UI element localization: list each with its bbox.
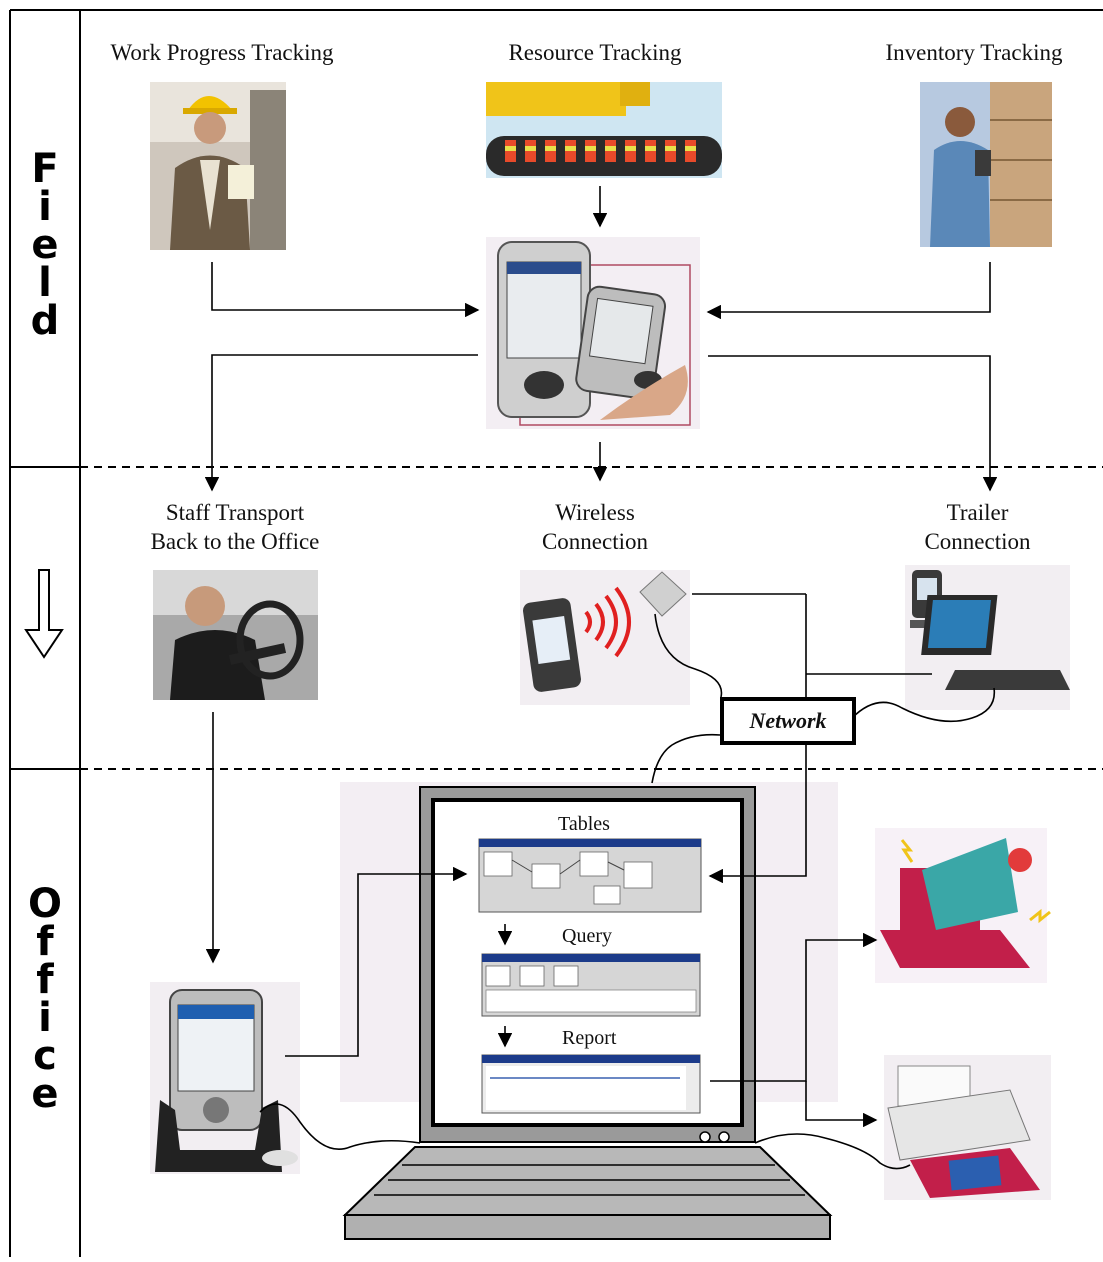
office-letter: O [27,881,62,927]
resource-label: Resource Tracking [508,40,682,65]
wireless-cable [654,613,723,698]
arrow-pda-to-staff [204,354,478,492]
wireless-photo [520,570,690,705]
field-section-label: F i e l d [12,146,78,344]
staff-transport-line2: Back to the Office [150,529,320,554]
office-letter: i [38,995,52,1041]
transfer-down-arrow [24,569,64,659]
field-letter: l [38,260,52,306]
frame [9,9,1103,1257]
query-label: Query [562,925,612,947]
arrow-network-to-tables [708,594,807,884]
printer-photo [884,1055,1051,1200]
field-letter: e [31,222,59,268]
connectors [204,186,998,1170]
staff-transport-photo [153,570,318,700]
office-letter: f [36,957,54,1003]
arrow-report-to-email [710,932,878,1082]
pda-cable [259,1103,421,1151]
handheld-pdas-photo [486,237,700,429]
staff-transport-label: Staff Transport Back to the Office [120,498,350,556]
arrow-report-to-printer [805,1081,878,1128]
arrow-pda-to-trailer [708,355,998,492]
arrow-docked-to-tables [285,866,468,1057]
inventory-photo [920,82,1052,247]
tables-window [478,838,702,913]
trailer-line2: Connection [924,529,1031,554]
office-letter: f [36,919,54,965]
query-window [481,953,701,1017]
inventory-label: Inventory Tracking [885,40,1063,65]
arrow-work-to-pda [211,262,480,318]
wireless-line1: Wireless [555,500,635,525]
office-section-label: O f f i c e [12,881,78,1117]
screen-cable [651,733,721,784]
wireless-label: Wireless Connection [510,498,680,556]
field-letter: d [30,298,60,344]
docked-pda-photo [150,982,300,1174]
trailer-label: Trailer Connection [895,498,1060,556]
work-progress-photo [150,82,286,250]
office-letter: c [33,1033,57,1079]
trailer-cable [851,687,996,723]
field-letter: F [31,146,59,192]
trailer-photo [905,565,1070,710]
tables-label: Tables [558,813,610,835]
work-progress-label: Work Progress Tracking [110,40,334,65]
trailer-line1: Trailer [946,500,1009,525]
report-label: Report [562,1027,617,1049]
field-letter: i [38,184,52,230]
office-letter: e [31,1071,59,1117]
email-computer-icon [875,828,1051,983]
printer-cable [754,1133,911,1170]
report-window [481,1054,701,1114]
staff-transport-line1: Staff Transport [165,500,305,525]
resource-photo [486,82,722,178]
network-box: Network [720,697,856,745]
arrow-inventory-to-pda [706,262,991,320]
wireless-line2: Connection [541,529,649,554]
keyboard [342,1146,833,1240]
